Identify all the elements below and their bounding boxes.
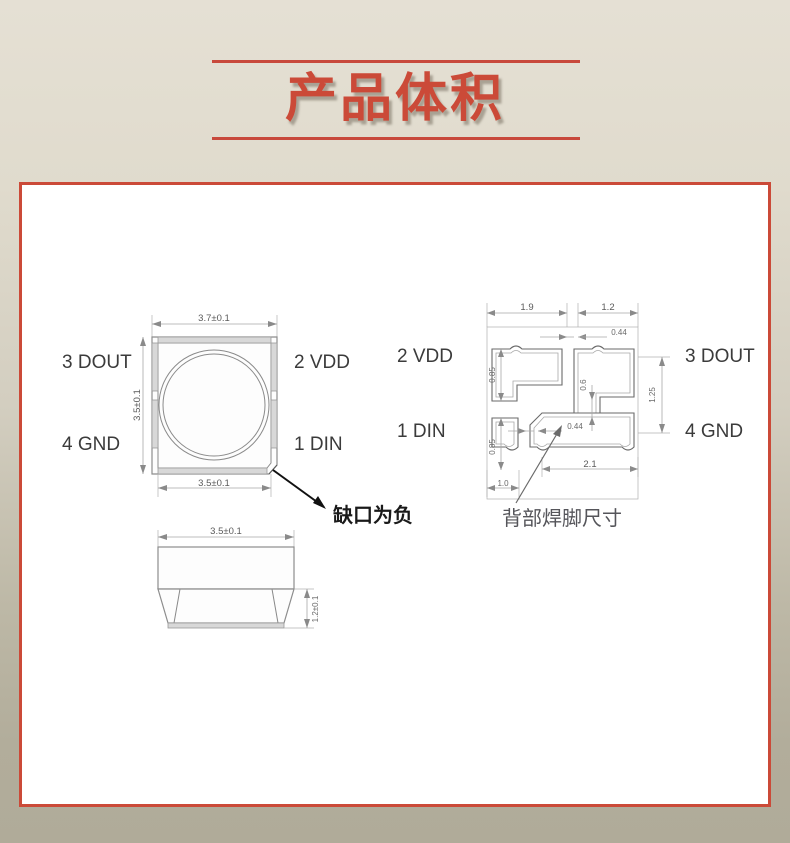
dim-pad-bottom-right-label: 2.1	[583, 459, 596, 470]
top-view-group: 3.7±0.1	[62, 313, 413, 527]
pin-label-4-gnd-back: 4 GND	[685, 421, 743, 442]
dim-pad-gap-lower: 0.44	[508, 422, 583, 434]
pin-label-3-dout: 3 DOUT	[62, 352, 132, 373]
side-view-group: 3.5±0.1 1.2±0.1	[157, 526, 320, 629]
pin-label-3-dout-back: 3 DOUT	[685, 346, 755, 367]
back-pad-outline	[486, 326, 639, 500]
dim-left-height: 3.5±0.1	[132, 337, 146, 474]
side-view-foot	[167, 622, 285, 629]
dim-pad-left-lower: 0.85	[488, 418, 504, 470]
back-pad-caption-leader	[515, 425, 562, 504]
pin-label-2-vdd: 2 VDD	[294, 352, 350, 373]
pin-label-2-vdd-back: 2 VDD	[397, 346, 453, 367]
electrode-band-right-bottom	[270, 399, 278, 449]
back-pad-caption: 背部焊脚尺寸	[502, 506, 622, 530]
electrode-band-top	[157, 336, 272, 344]
pin-label-4-gnd: 4 GND	[62, 434, 120, 455]
title-rule-top	[212, 60, 580, 63]
dim-side-height-label: 1.2±0.1	[311, 595, 320, 622]
dim-bottom-width-label: 3.5±0.1	[198, 478, 230, 489]
pad-2-vdd	[491, 345, 563, 402]
dim-pad-top-right: 1.2	[577, 302, 639, 327]
led-package-body	[151, 336, 278, 475]
dim-bottom-width: 3.5±0.1	[157, 474, 272, 497]
pin-label-1-din-back: 1 DIN	[397, 421, 446, 442]
dim-pad-bottom-left: 1.0	[486, 470, 520, 497]
dim-pad-left-upper-label: 0.85	[488, 367, 497, 383]
title-rule-bottom	[212, 137, 580, 140]
dim-pad-bottom-left-label: 1.0	[497, 479, 509, 488]
dim-left-height-label: 3.5±0.1	[132, 389, 143, 421]
content-panel: 3.7±0.1	[19, 182, 771, 807]
dim-side-height: 1.2±0.1	[284, 588, 320, 629]
notch-callout-arrow	[272, 469, 326, 509]
electrode-band-left-top	[151, 342, 159, 392]
electrode-band-left-bottom	[151, 399, 159, 449]
back-pad-view-group: 1.9 1.2	[397, 302, 755, 530]
dim-top-width-label: 3.7±0.1	[198, 313, 230, 324]
dim-pad-gap-upper: 0.44	[540, 328, 627, 340]
title-block: 产品体积	[0, 46, 790, 156]
side-view-body	[157, 546, 295, 590]
electrode-band-bottom	[157, 467, 268, 475]
dim-pad-left-lower-label: 0.85	[488, 439, 497, 455]
dim-pad-inner-vertical: 0.6	[579, 379, 595, 431]
dim-pad-right-height: 1.25	[638, 356, 670, 434]
pad-3-dout	[573, 345, 635, 418]
dim-pad-top-left-label: 1.9	[520, 302, 533, 313]
dim-side-width-label: 3.5±0.1	[210, 526, 242, 537]
product-dimension-drawing: 3.7±0.1	[22, 185, 768, 804]
lens-inner-ring	[162, 353, 266, 457]
dim-top-width: 3.7±0.1	[151, 313, 278, 337]
dim-pad-top-right-label: 1.2	[601, 302, 614, 313]
pin-label-1-din: 1 DIN	[294, 434, 343, 455]
dim-pad-top-left: 1.9	[486, 302, 568, 327]
dim-pad-right-height-label: 1.25	[648, 387, 657, 403]
notch-note-label: 缺口为负	[333, 503, 413, 527]
dim-pad-gap-upper-label: 0.44	[611, 328, 627, 337]
lens-outer-ring	[158, 349, 270, 461]
side-view-base	[157, 588, 295, 624]
page-title: 产品体积	[284, 69, 505, 129]
dim-pad-gap-lower-label: 0.44	[567, 422, 583, 431]
pad-4-gnd	[529, 412, 635, 451]
dim-pad-inner-vertical-label: 0.6	[579, 379, 588, 391]
dim-pad-bottom-right: 2.1	[541, 457, 639, 477]
notch-chamfer	[268, 464, 278, 475]
dim-side-width: 3.5±0.1	[157, 526, 295, 547]
electrode-band-right-top	[270, 342, 278, 392]
dim-pad-left-upper: 0.85	[488, 349, 504, 401]
